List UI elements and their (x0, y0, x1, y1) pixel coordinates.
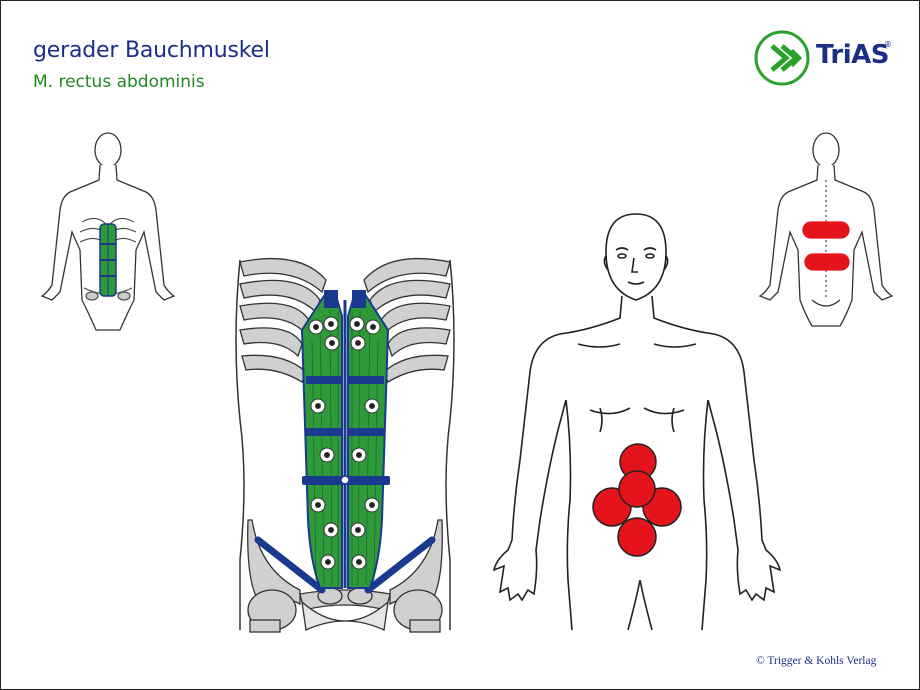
trigger-point (310, 398, 326, 414)
trigger-point (323, 522, 339, 538)
trigger-point (308, 319, 324, 335)
trigger-point (351, 554, 367, 570)
trigger-point (324, 335, 340, 351)
copyright-notice: © Trigger & Kohls Verlag (756, 655, 877, 667)
trigger-point (364, 398, 380, 414)
trigger-point (320, 554, 336, 570)
trigger-point (364, 497, 380, 513)
trigger-point (349, 316, 365, 332)
trigger-point (319, 447, 335, 463)
referral-zone (617, 517, 657, 557)
trigger-point (350, 522, 366, 538)
page-title: gerader Bauchmuskel (33, 38, 270, 63)
logo-text: TriAS (816, 40, 889, 70)
page-subtitle: M. rectus abdominis (33, 72, 205, 92)
trigger-points (308, 316, 381, 570)
large-front-figure (492, 213, 782, 631)
rectus-abdominis-detail (235, 257, 455, 633)
referral-zones (592, 443, 682, 557)
small-front-figure (40, 132, 176, 331)
trias-chevron-logo-icon (754, 30, 810, 86)
trigger-point (310, 497, 326, 513)
trigger-point (365, 319, 381, 335)
small-back-figure (758, 132, 894, 327)
referral-zone (618, 470, 656, 508)
logo-registered-mark: ® (884, 40, 892, 49)
trigger-point (323, 316, 339, 332)
trigger-point (350, 335, 366, 351)
trigger-point (351, 447, 367, 463)
